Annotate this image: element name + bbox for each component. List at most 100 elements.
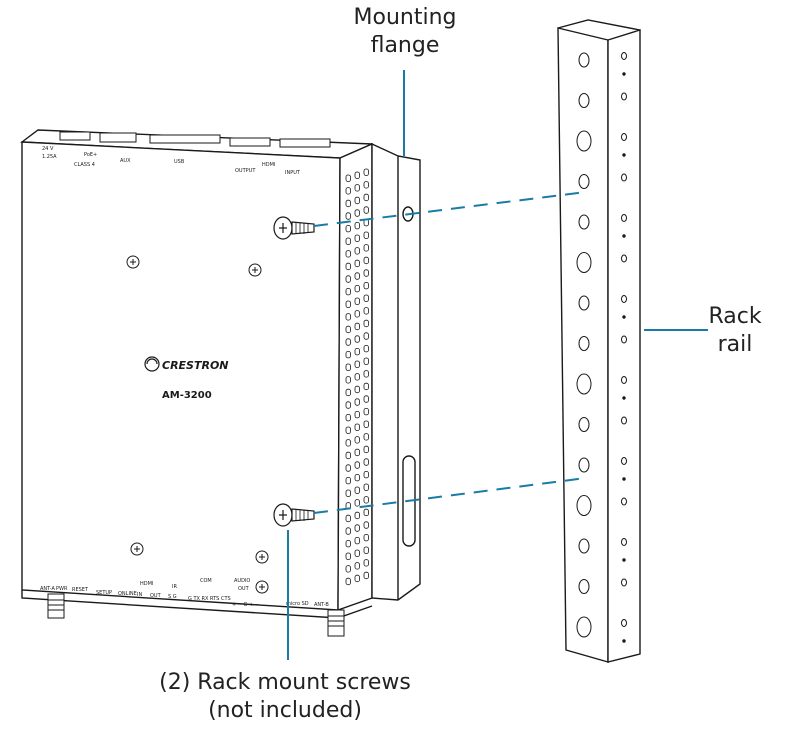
vent-hole [345, 577, 351, 586]
output-label: OUTPUT [235, 168, 256, 174]
current-label: 1.25A [42, 154, 57, 160]
vent-hole [363, 231, 369, 239]
vent-hole [354, 537, 360, 545]
vent-hole [354, 196, 360, 205]
vent-hole [354, 423, 360, 431]
vent-hole [354, 436, 360, 444]
rail-hole [578, 579, 590, 594]
vent-hole [345, 476, 351, 485]
ant-a-label: ANT-A [40, 586, 55, 592]
rack-rail-callout: Rack rail [690, 303, 780, 359]
rack-screw-top [273, 216, 315, 240]
rail-side-dot [622, 153, 626, 157]
rail-hole [578, 214, 590, 230]
rail-side-hole [621, 173, 627, 182]
vent-hole [363, 269, 369, 277]
vent-hole [363, 281, 369, 290]
vent-hole [345, 199, 351, 208]
model-text: AM-3200 [162, 390, 212, 401]
device-front-face [21, 141, 341, 611]
vent-hole [363, 193, 369, 202]
aux-label: AUX [120, 158, 131, 164]
in-label: IN [137, 592, 142, 598]
poe-label: PoE+ [84, 152, 97, 158]
rail-side-hole [621, 578, 627, 587]
vent-hole [345, 338, 351, 346]
mounting-flange-callout: Mounting flange [330, 4, 480, 60]
vent-hole [345, 413, 351, 422]
ant-b-label: ANT-B [314, 602, 329, 608]
vent-hole [345, 376, 351, 384]
vent-hole [345, 552, 351, 560]
rail-top-edge [557, 19, 641, 31]
pwr-label: PWR [56, 586, 68, 592]
vent-hole [345, 187, 351, 195]
rack-rail-callout-line2: rail [717, 332, 753, 357]
com-pins-label: G TX RX RTS CTS [188, 596, 231, 602]
hdmi-top-label: HDMI [262, 162, 275, 168]
vent-hole [345, 514, 351, 523]
rail-hole [576, 616, 592, 638]
vent-hole [345, 388, 351, 397]
vent-hole [345, 250, 351, 258]
rail-side-dot [622, 396, 626, 400]
rack-rail-callout-line1: Rack [708, 304, 762, 329]
vent-hole [345, 350, 351, 359]
audio-pins-label: + − G + − [232, 602, 259, 608]
am3200-device: CRESTRON AM-3200 24 V 1.25A PoE+ CLASS 4… [20, 129, 421, 637]
vent-hole [354, 398, 360, 406]
vent-hole [354, 259, 360, 268]
rail-side-hole [621, 376, 627, 384]
vent-hole [354, 473, 360, 482]
rail-side-face [607, 29, 641, 663]
reset-label: RESET [72, 587, 89, 593]
rail-hole [576, 130, 592, 152]
vent-hole [363, 483, 369, 491]
vent-hole [345, 540, 351, 548]
vent-hole [363, 559, 369, 567]
vent-hole [354, 448, 360, 457]
rail-hole [576, 373, 592, 395]
rail-hole [576, 495, 592, 516]
vent-hole [354, 297, 360, 305]
vent-hole [354, 511, 360, 520]
vent-hole [354, 524, 360, 532]
panel-screws [126, 255, 269, 594]
brand-text: CRESTRON [162, 359, 229, 372]
vent-hole [363, 332, 369, 340]
class-label: CLASS 4 [74, 162, 95, 168]
vent-hole [363, 433, 369, 441]
vent-hole [345, 363, 351, 371]
vent-hole [345, 527, 351, 535]
vent-hole [363, 496, 369, 504]
rack-screws-callout: (2) Rack mount screws (not included) [120, 669, 450, 725]
audio-out-label: OUT [238, 586, 250, 592]
rail-hole [578, 52, 590, 68]
rail-side-hole [621, 52, 627, 60]
com-label: COM [200, 578, 212, 584]
antenna-connectors [47, 593, 345, 637]
vent-hole [363, 307, 369, 315]
rail-side-dot [622, 234, 626, 238]
vent-hole [354, 410, 360, 419]
rail-side-hole [621, 335, 627, 344]
vent-hole [363, 508, 369, 517]
micro-sd-label: micro SD [286, 601, 309, 607]
vent-hole [363, 571, 369, 580]
top-labels: 24 V 1.25A PoE+ CLASS 4 AUX USB HDMI OUT… [42, 146, 301, 176]
vent-hole [345, 313, 351, 321]
vent-hole [345, 287, 351, 296]
rail-side-dot [622, 315, 626, 319]
vent-hole [345, 325, 351, 334]
vent-hole [363, 470, 369, 479]
vent-hole [363, 244, 369, 252]
vent-hole [354, 184, 360, 192]
vent-hole [345, 451, 351, 460]
setup-label: SETUP [96, 590, 112, 596]
vent-hole [363, 344, 369, 353]
mounting-flange-callout-line1: Mounting [353, 5, 457, 30]
vent-hole [345, 237, 351, 245]
rail-side-dot [622, 639, 626, 643]
rack-screw-bottom [273, 503, 315, 527]
rack-screws-callout-line2: (not included) [208, 698, 362, 723]
